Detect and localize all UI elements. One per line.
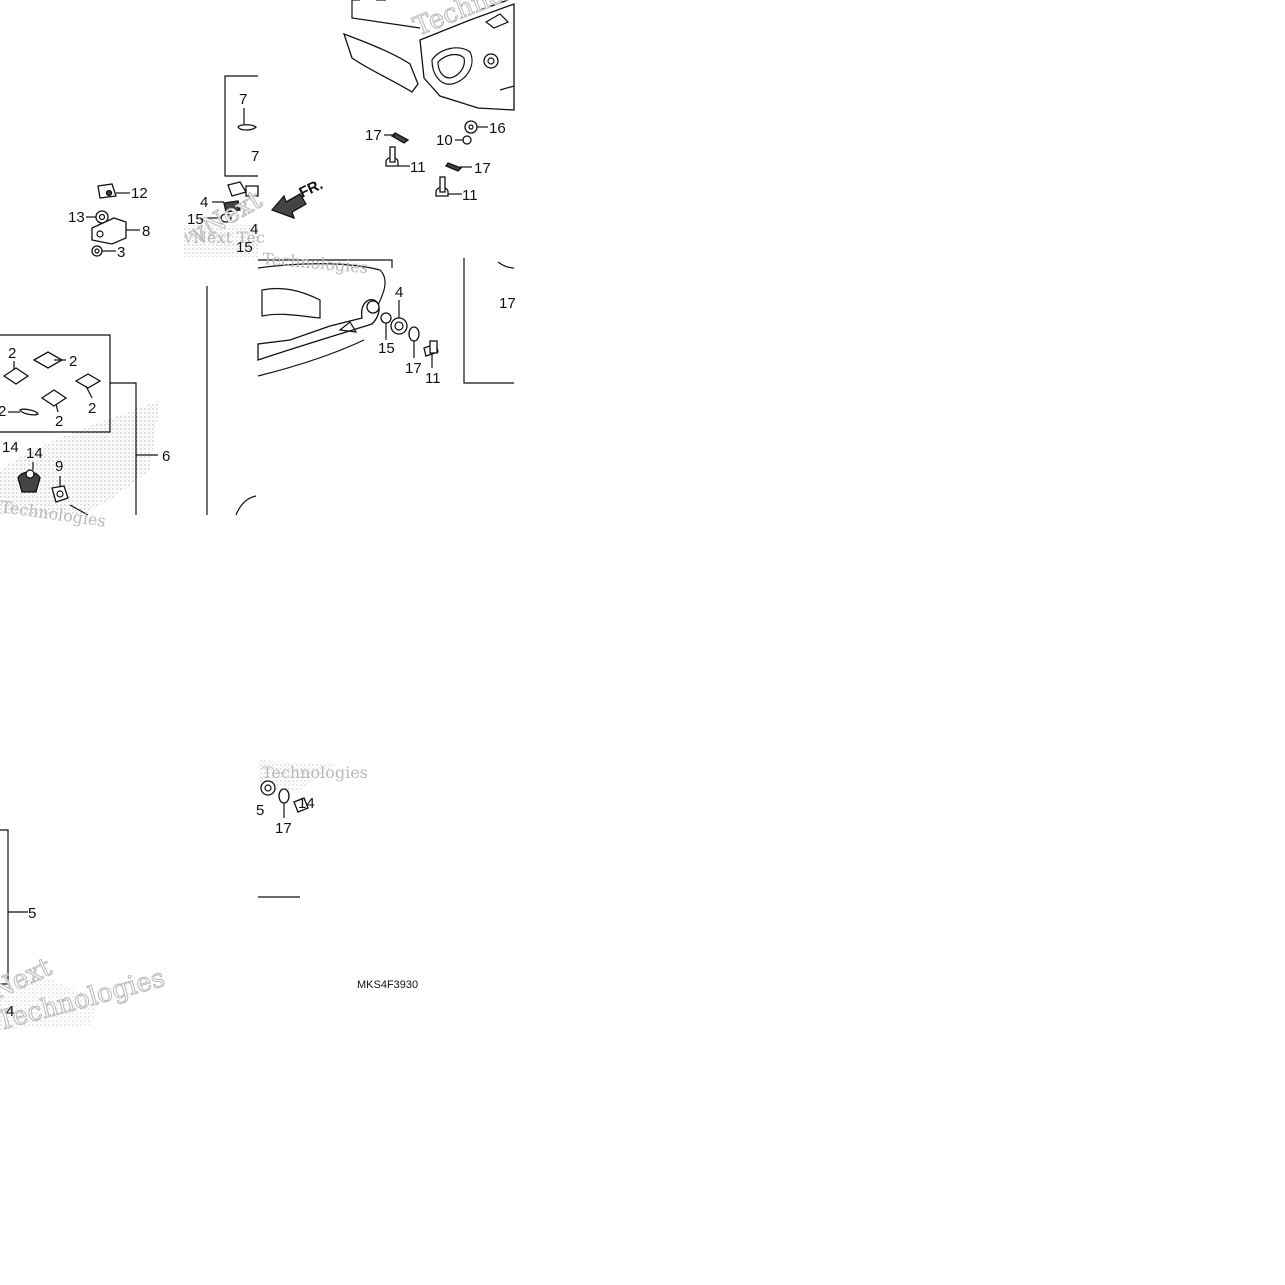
callout: 13 xyxy=(68,209,85,226)
pad-kit-box xyxy=(0,334,158,516)
callout: 17 xyxy=(499,295,516,312)
callout: 9 xyxy=(55,458,63,475)
callout: 2 xyxy=(88,400,96,417)
hardware-group-upper xyxy=(380,120,478,357)
callout: 11 xyxy=(462,187,478,204)
callout: 14 xyxy=(298,795,315,812)
callout: 12 xyxy=(131,185,148,202)
callout: 2 xyxy=(8,345,16,362)
inset-box-middle xyxy=(206,75,259,516)
callout: 17 xyxy=(405,360,422,377)
callout: 15 xyxy=(236,239,253,256)
callout: 8 xyxy=(142,223,150,240)
callout: 7 xyxy=(251,148,259,165)
callout: 14 xyxy=(2,439,19,456)
callout: 4 xyxy=(250,221,258,238)
callout: 4 xyxy=(6,1003,14,1020)
callout: 2 xyxy=(0,403,6,420)
callout: 11 xyxy=(425,370,441,387)
callout: 5 xyxy=(28,905,36,922)
callout: 6 xyxy=(162,448,170,465)
callout: 7 xyxy=(239,91,247,108)
callout-labels: 7 7 12 13 8 3 4 15 15 4 17 10 16 11 17 1… xyxy=(0,91,516,1020)
frame-section xyxy=(257,258,515,384)
callout: 2 xyxy=(69,353,77,370)
callout: 2 xyxy=(55,413,63,430)
watermark-text: vNext Tec xyxy=(183,228,265,247)
callout: 10 xyxy=(436,132,453,149)
watermarks: Technologies vNext vNext Tec Technologie… xyxy=(0,0,581,1037)
leader-lines xyxy=(8,108,488,818)
catalog-code: MKS4F3930 xyxy=(357,979,418,991)
callout: 15 xyxy=(187,211,204,228)
rear-cover-housing xyxy=(342,0,515,111)
stipple-background xyxy=(0,225,335,1030)
callout: 5 xyxy=(256,802,264,819)
callout: 4 xyxy=(200,194,208,211)
callout: 11 xyxy=(410,159,426,176)
callout: 14 xyxy=(26,445,43,462)
front-direction-arrow: FR. xyxy=(270,176,326,220)
callout: 15 xyxy=(378,340,395,357)
callout: 4 xyxy=(395,284,403,301)
callout: 16 xyxy=(489,120,506,137)
hardware-group-lower xyxy=(0,780,309,985)
callout: 3 xyxy=(117,244,125,261)
watermark-text: Technologies xyxy=(262,249,369,277)
fr-label: FR. xyxy=(297,176,326,202)
callout: 17 xyxy=(365,127,382,144)
callout: 17 xyxy=(275,820,292,837)
watermark-text: Technologies xyxy=(262,763,368,782)
callout: 17 xyxy=(474,160,491,177)
bracket-assembly xyxy=(91,183,127,257)
